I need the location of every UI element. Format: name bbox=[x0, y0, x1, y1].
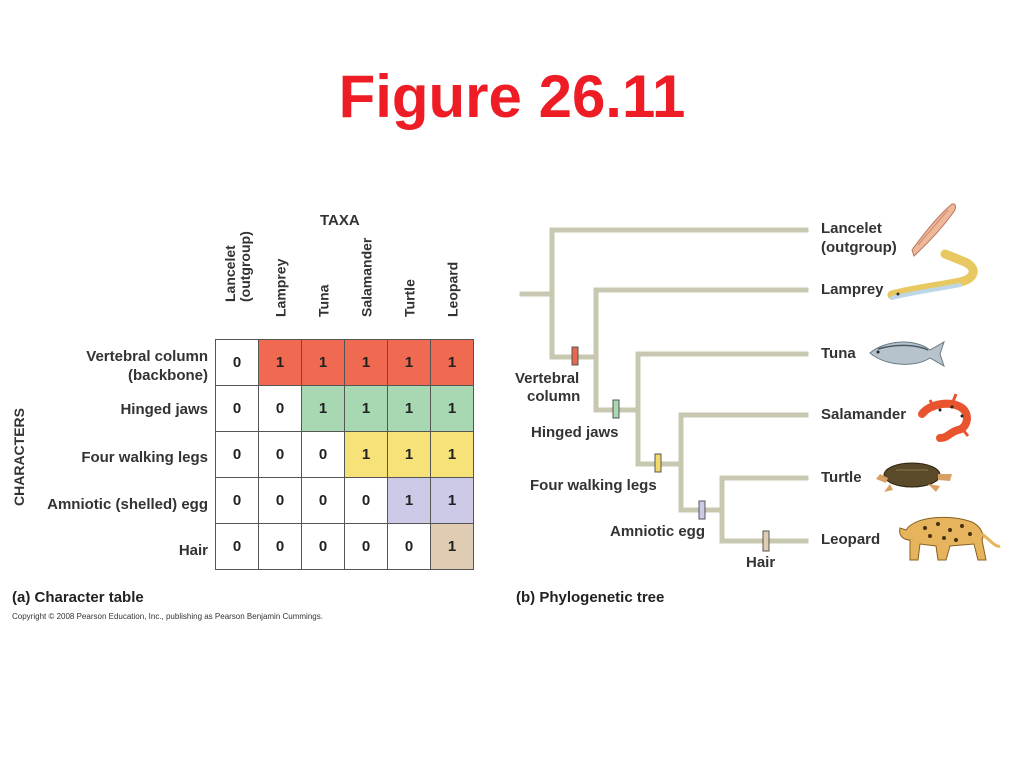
trait-label-line: column bbox=[527, 388, 580, 405]
table-cell: 1 bbox=[430, 339, 474, 386]
tuna-icon bbox=[869, 340, 945, 368]
trait-marker-hair bbox=[762, 530, 770, 552]
turtle-icon bbox=[876, 462, 952, 492]
table-cell: 1 bbox=[301, 385, 345, 432]
table-cell: 0 bbox=[344, 477, 388, 524]
table-cell: 1 bbox=[430, 385, 474, 432]
taxon-labels: Lancelet (outgroup) Lamprey Tuna Salamand… bbox=[821, 220, 906, 548]
taxa-heading: TAXA bbox=[320, 212, 360, 229]
trait-marker-four-walking-legs bbox=[654, 453, 662, 473]
row-label: Hair bbox=[178, 542, 208, 559]
table-caption: (a) Character table bbox=[12, 589, 144, 606]
table-cell: 0 bbox=[258, 431, 302, 478]
table-cell: 1 bbox=[430, 477, 474, 524]
leopard-icon bbox=[899, 516, 1001, 561]
salamander-icon bbox=[918, 393, 971, 442]
table-cell: 0 bbox=[344, 523, 388, 570]
table-cell: 1 bbox=[258, 339, 302, 386]
trait-label: Four walking legs bbox=[530, 477, 657, 494]
table-cell: 1 bbox=[344, 339, 388, 386]
trait-marker-vertebral-column bbox=[571, 346, 579, 366]
taxon-label-line: Lancelet bbox=[821, 220, 882, 237]
trait-marker-hinged-jaws bbox=[612, 399, 620, 419]
lamprey-icon bbox=[887, 249, 978, 300]
taxon-label: Salamander bbox=[821, 406, 906, 423]
table-cell: 0 bbox=[301, 523, 345, 570]
table-cell: 0 bbox=[258, 477, 302, 524]
table-cell: 0 bbox=[215, 339, 259, 386]
row-label: Vertebral column (backbone) bbox=[86, 348, 208, 384]
row-label: Amniotic (shelled) egg bbox=[47, 496, 208, 513]
trait-label: Hinged jaws bbox=[531, 424, 619, 441]
taxon-label-line: (outgroup) bbox=[821, 239, 897, 256]
taxon-label: Lancelet (outgroup) bbox=[821, 220, 897, 256]
trait-markers bbox=[571, 346, 770, 552]
taxon-label: Turtle bbox=[821, 469, 862, 486]
table-cell: 0 bbox=[215, 523, 259, 570]
trait-marker-amniotic-egg bbox=[698, 500, 706, 520]
tree-branches bbox=[519, 227, 809, 544]
table-cell: 1 bbox=[344, 431, 388, 478]
table-cell: 0 bbox=[258, 523, 302, 570]
table-cell: 0 bbox=[387, 523, 431, 570]
table-cell: 1 bbox=[344, 385, 388, 432]
table-cell: 1 bbox=[387, 477, 431, 524]
lancelet-icon bbox=[911, 203, 956, 257]
copyright-text: Copyright © 2008 Pearson Education, Inc.… bbox=[12, 612, 323, 621]
tree-caption: (b) Phylogenetic tree bbox=[516, 589, 665, 606]
table-cell: 1 bbox=[387, 431, 431, 478]
page-title: Figure 26.11 bbox=[338, 63, 686, 130]
table-cell: 1 bbox=[387, 385, 431, 432]
trait-label: Hair bbox=[746, 554, 775, 571]
row-label: Hinged jaws bbox=[120, 401, 208, 418]
table-cell: 1 bbox=[387, 339, 431, 386]
taxon-label: Tuna bbox=[821, 345, 856, 362]
trait-label-line: Vertebral bbox=[515, 370, 579, 387]
table-cell: 0 bbox=[301, 431, 345, 478]
taxon-label: Lamprey bbox=[821, 281, 884, 298]
row-label: Four walking legs bbox=[81, 449, 208, 466]
trait-label: Amniotic egg bbox=[610, 523, 705, 540]
table-cell: 0 bbox=[258, 385, 302, 432]
table-cell: 1 bbox=[430, 523, 474, 570]
taxon-label: Leopard bbox=[821, 531, 880, 548]
